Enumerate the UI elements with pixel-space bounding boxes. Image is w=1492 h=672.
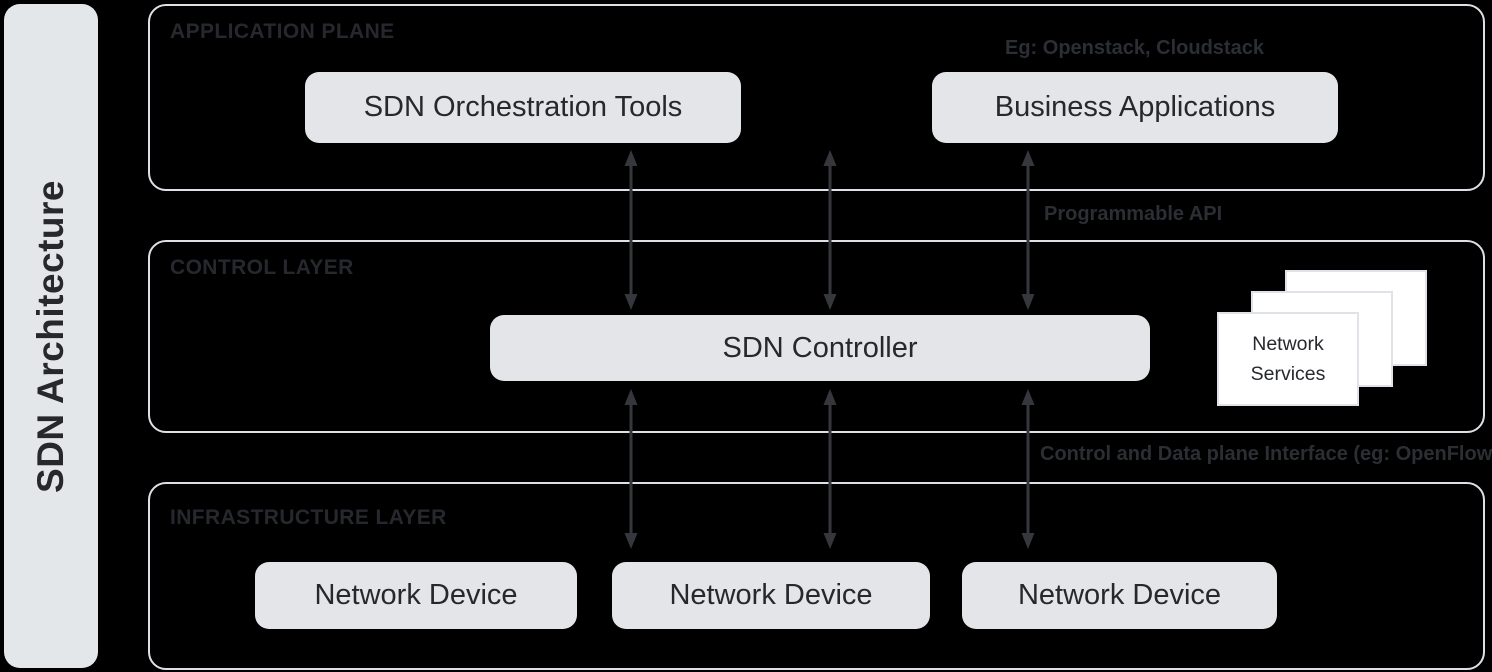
double-arrow-icon [624, 150, 638, 310]
double-arrow-icon [823, 150, 837, 310]
network-device-box-3: Network Device [962, 562, 1277, 629]
infrastructure-layer [148, 482, 1485, 670]
application-examples-note: Eg: Openstack, Cloudstack [1005, 37, 1264, 59]
control-layer [148, 240, 1485, 433]
network-services-label: Network Services [1250, 332, 1326, 385]
double-arrow-icon [823, 389, 837, 549]
network-services-card: Network Services [1217, 312, 1359, 406]
network-device-box-1: Network Device [255, 562, 577, 629]
programmable-api-label: Programmable API [1044, 203, 1223, 225]
sdn-controller-box: SDN Controller [490, 315, 1150, 381]
sdn-orchestration-tools-box: SDN Orchestration Tools [305, 72, 741, 143]
double-arrow-icon [624, 389, 638, 549]
application-plane-layer [148, 4, 1485, 191]
diagram-title: SDN Architecture [30, 179, 71, 493]
double-arrow-icon [1021, 389, 1035, 549]
network-device-box-2: Network Device [612, 562, 930, 629]
control-data-interface-label: Control and Data plane Interface (eg: Op… [1040, 443, 1492, 465]
control-layer-title: CONTROL LAYER [170, 256, 354, 279]
double-arrow-icon [1021, 150, 1035, 310]
sidebar-banner: SDN Architecture [4, 4, 98, 668]
business-applications-box: Business Applications [932, 72, 1338, 143]
application-plane-title: APPLICATION PLANE [170, 20, 395, 43]
infrastructure-layer-title: INFRASTRUCTURE LAYER [170, 506, 447, 529]
